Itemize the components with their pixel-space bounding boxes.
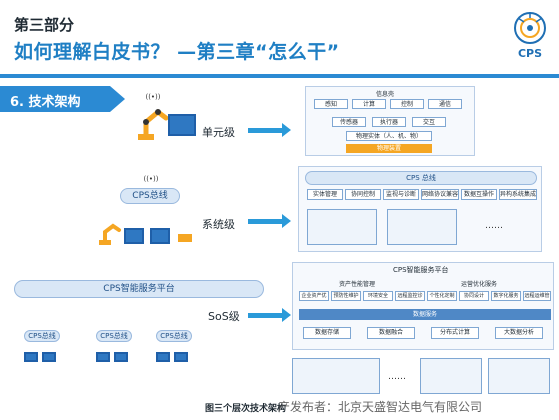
- unit-core-box: 物理实体（人、机、物）: [346, 131, 432, 141]
- cps-logo-icon: [514, 12, 546, 44]
- system-panel: CPS 总线 实体管理 协同控制 监视与诊断 网络协议兼容 数据互操作 异构系统…: [298, 166, 542, 252]
- arrow-sos: [248, 308, 291, 322]
- sos-service-box: 协同设计: [459, 291, 489, 301]
- sos-data-service: 大数据分析: [495, 327, 543, 339]
- sos-group-label: 运营优化服务: [461, 281, 498, 288]
- sos-service-box: 远程监控诊断: [395, 291, 425, 301]
- system-function-box: 协同控制: [345, 189, 381, 200]
- sos-data-service: 分布式计算: [431, 327, 479, 339]
- monitor-icon: [24, 352, 38, 362]
- sos-service-box: 预防性维护: [331, 291, 361, 301]
- monitor-icon: [156, 352, 170, 362]
- monitor-icon: [96, 352, 110, 362]
- svg-text:((•)): ((•)): [145, 93, 160, 101]
- monitor-icon: [124, 228, 144, 244]
- unit-function-box: 控制: [390, 99, 424, 109]
- sos-data-service: 数据存储: [303, 327, 351, 339]
- logo-text: CPS: [517, 47, 543, 60]
- cps-bus-small: CPS总线: [24, 330, 60, 342]
- cps-bus-label: CPS总线: [120, 188, 180, 204]
- sos-data-service: 数据融合: [367, 327, 415, 339]
- cps-bus-small: CPS总线: [156, 330, 192, 342]
- section-heading: 第三部分: [14, 16, 75, 34]
- sos-service-box: 个性化定制: [427, 291, 457, 301]
- monitor-icon: [114, 352, 128, 362]
- unit-function-box: 感知: [314, 99, 348, 109]
- unit-bottom-bar: 物理装置: [346, 144, 432, 153]
- unit-device-box: 执行器: [372, 117, 406, 127]
- sos-group-label: 资产性能管理: [339, 281, 376, 288]
- sos-system-block: [292, 358, 380, 394]
- unit-function-box: 计算: [352, 99, 386, 109]
- robot-arm-icon: [99, 223, 121, 245]
- section-tab: 6. 技术架构: [0, 86, 125, 112]
- arrow-unit: [248, 123, 291, 137]
- sos-system-block: [420, 358, 482, 394]
- unit-panel-title: 信息壳: [376, 91, 395, 98]
- monitor-icon: [42, 352, 56, 362]
- system-ellipsis: ……: [485, 221, 503, 231]
- sos-data-bar: 数据服务: [299, 309, 551, 320]
- sos-service-box: 远程运维管理: [523, 291, 551, 301]
- level-label-sos: SoS级: [208, 310, 240, 323]
- sos-service-box: 企业资产优化: [299, 291, 329, 301]
- system-bus-title: CPS 总线: [305, 171, 537, 185]
- watermark: 产发布者：北京天盛智达电气有限公司: [278, 400, 483, 414]
- monitor-icon: [174, 352, 188, 362]
- monitor-icon: [150, 228, 170, 244]
- arrow-system: [248, 214, 291, 228]
- system-function-box: 网络协议兼容: [421, 189, 459, 200]
- unit-device-box: 交互: [412, 117, 446, 127]
- cart-icon: [178, 234, 192, 242]
- level-label-system: 系统级: [202, 218, 235, 231]
- sos-ellipsis: ……: [388, 372, 406, 382]
- system-function-box: 异构系统集成: [499, 189, 537, 200]
- system-function-box: 监视与诊断: [383, 189, 419, 200]
- svg-text:((•)): ((•)): [143, 175, 158, 183]
- monitor-icon: [168, 114, 196, 136]
- robot-arm-icon: [138, 108, 169, 140]
- unit-device-box: 传感器: [332, 117, 366, 127]
- level-label-unit: 单元级: [202, 126, 235, 139]
- unit-function-box: 通信: [428, 99, 462, 109]
- sos-service-box: 环境安全: [363, 291, 393, 301]
- figure-caption: 图三个层次技术架构: [205, 404, 287, 414]
- system-unit-block: [307, 209, 377, 245]
- page-title: 如何理解白皮书？ —第三章“怎么干”: [14, 41, 340, 63]
- wireless-signal-icon: ((•)): [143, 175, 158, 183]
- wireless-signal-icon: ((•)): [145, 93, 160, 101]
- system-function-box: 实体管理: [307, 189, 343, 200]
- system-unit-block: [387, 209, 457, 245]
- sos-panel: CPS智能服务平台 资产性能管理 运营优化服务 企业资产优化 预防性维护 环境安…: [292, 262, 554, 350]
- header-divider: [0, 74, 559, 78]
- unit-panel: 信息壳 感知 计算 控制 通信 传感器 执行器 交互 物理实体（人、机、物） 物…: [305, 86, 475, 156]
- cps-platform-label: CPS智能服务平台: [14, 280, 264, 298]
- cps-bus-small: CPS总线: [96, 330, 132, 342]
- sos-panel-title: CPS智能服务平台: [393, 266, 449, 274]
- sos-service-box: 数字化服务: [491, 291, 521, 301]
- sos-system-block: [488, 358, 550, 394]
- system-function-box: 数据互操作: [461, 189, 497, 200]
